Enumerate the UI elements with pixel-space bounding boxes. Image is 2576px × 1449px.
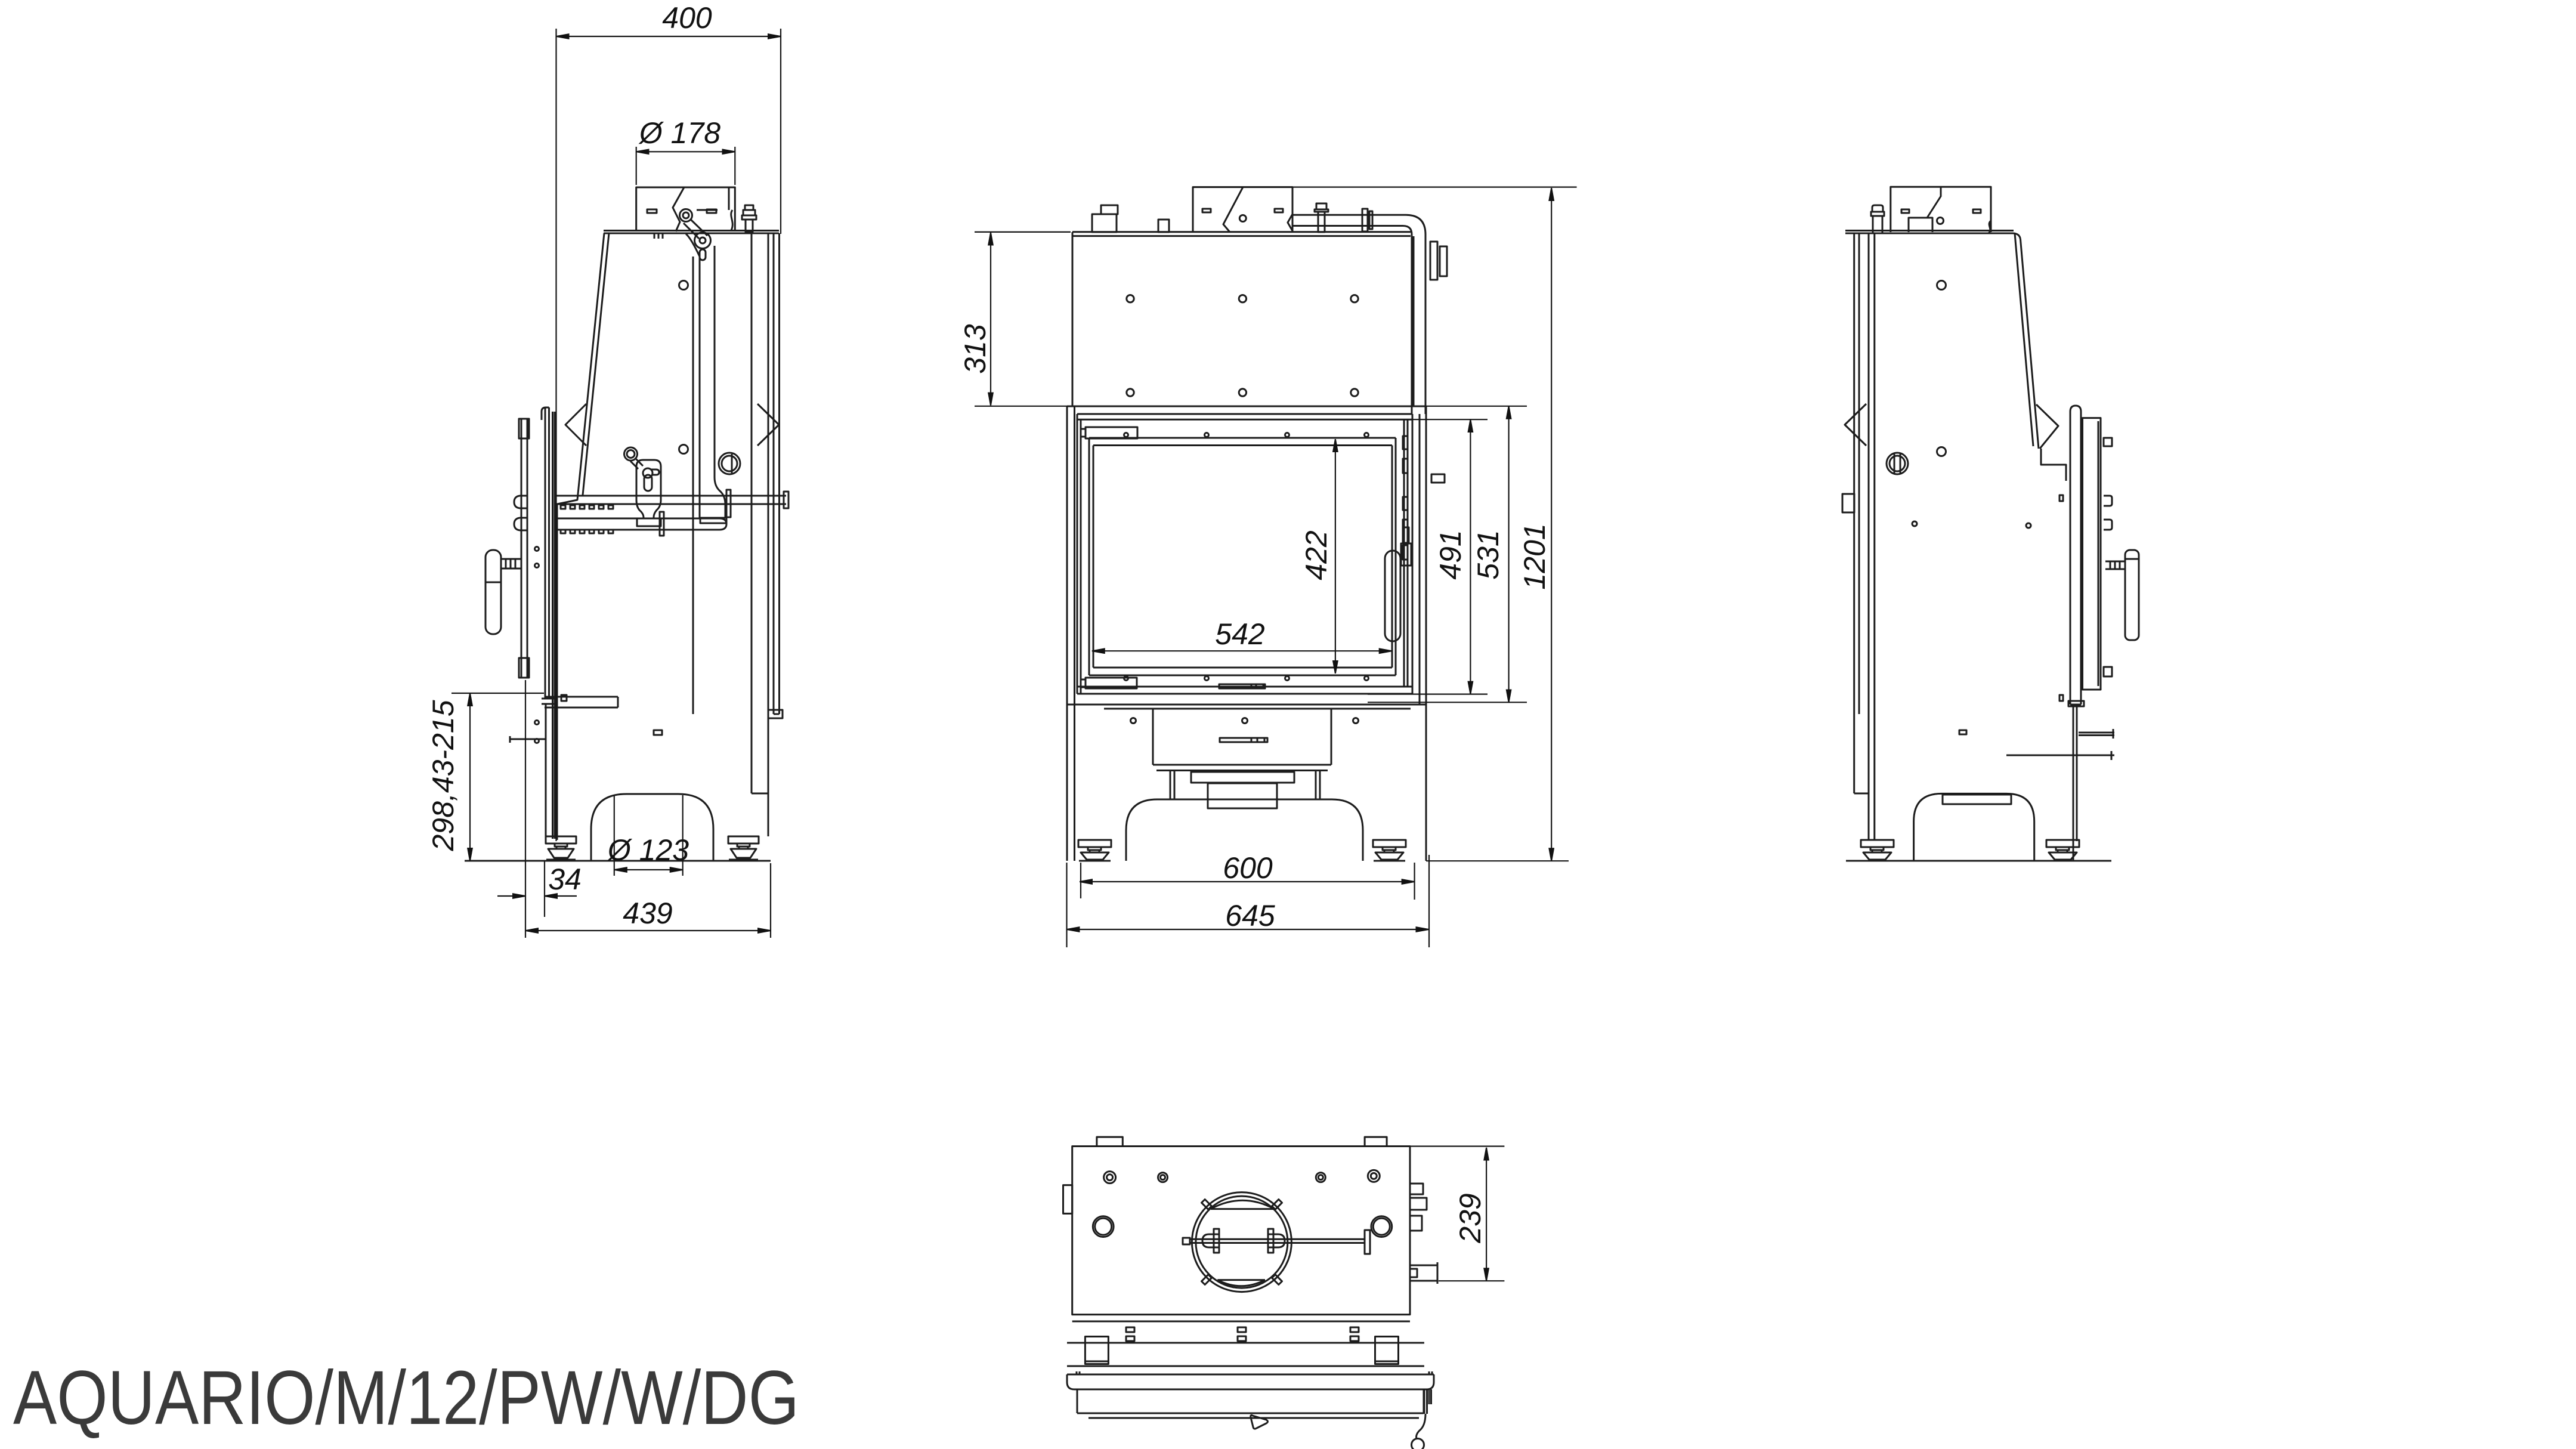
- svg-text:531: 531: [1471, 530, 1505, 579]
- svg-text:34: 34: [548, 863, 582, 896]
- svg-text:1201: 1201: [1518, 523, 1551, 589]
- svg-text:491: 491: [1434, 530, 1467, 579]
- svg-text:400: 400: [662, 1, 712, 35]
- svg-text:Ø 178: Ø 178: [638, 116, 720, 150]
- svg-text:Ø 123: Ø 123: [607, 833, 689, 867]
- svg-text:542: 542: [1215, 617, 1265, 651]
- svg-text:600: 600: [1223, 851, 1273, 885]
- svg-text:439: 439: [623, 897, 672, 930]
- svg-text:313: 313: [958, 324, 992, 374]
- svg-text:645: 645: [1225, 899, 1275, 932]
- svg-text:239: 239: [1454, 1193, 1487, 1243]
- svg-text:AQUARIO/M/12/PW/W/DG: AQUARIO/M/12/PW/W/DG: [13, 1355, 799, 1441]
- svg-text:422: 422: [1300, 530, 1333, 580]
- svg-text:298,43-215: 298,43-215: [426, 700, 460, 851]
